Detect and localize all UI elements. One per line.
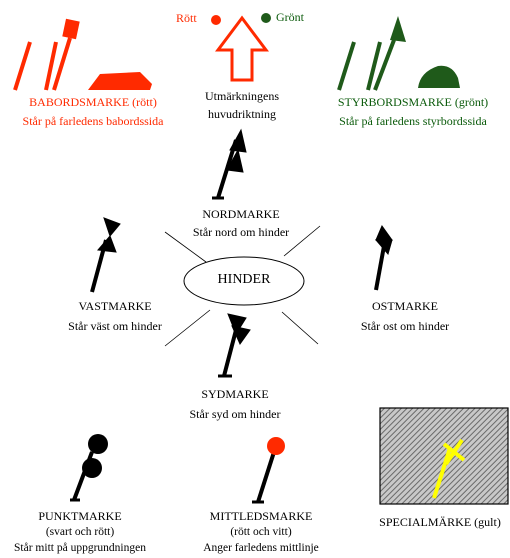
punktmarke-sub: (svart och rött) <box>45 526 115 538</box>
mittledsmarke-mark <box>252 437 285 504</box>
specialmarke-title: SPECIALMÄRKE (gult) <box>379 515 501 529</box>
red-dot <box>211 15 221 25</box>
direction-legend <box>211 13 271 82</box>
styrbord-marks <box>337 16 460 91</box>
babord-marks <box>13 18 152 91</box>
direction-label-2: huvudriktning <box>208 107 276 121</box>
babord-desc: Står på farledens babordssida <box>22 114 164 128</box>
green-dot <box>261 13 271 23</box>
punktmarke-desc: Står mitt på uppgrundningen <box>14 542 146 554</box>
babord-spar-3 <box>52 37 72 91</box>
hinder-cross <box>164 225 321 347</box>
nordmarke-desc: Står nord om hinder <box>192 225 290 239</box>
punktmarke-title: PUNKTMARKE <box>38 509 122 523</box>
legend-gront-label: Grönt <box>276 10 304 24</box>
mittledsmarke-sub: (rött och vitt) <box>230 526 292 538</box>
sydmarke-desc: Står syd om hinder <box>189 407 281 421</box>
babord-buoy <box>88 72 152 90</box>
babord-topmark-can <box>62 18 80 40</box>
styrbord-spar-2 <box>366 41 382 91</box>
main-direction-arrow <box>215 15 269 82</box>
direction-label-1: Utmärkningens <box>205 89 279 103</box>
mittledsmarke-desc: Anger farledens mittlinje <box>203 542 319 554</box>
styrbord-spar-3 <box>373 39 396 91</box>
babord-spar-2 <box>44 41 58 91</box>
hinder-ellipse <box>183 256 305 306</box>
vastmarke-desc: Står väst om hinder <box>68 319 162 333</box>
vastmarke-mark <box>90 217 121 293</box>
styrbord-title: STYRBORDSMARKE (grönt) <box>337 95 489 109</box>
vastmarke-title: VASTMARKE <box>78 299 152 313</box>
sydmarke-title: SYDMARKE <box>201 387 269 401</box>
hinder-label: HINDER <box>217 272 271 287</box>
babord-title: BABORDSMARKE (rött) <box>29 95 157 109</box>
styrbord-topmark-cone <box>390 16 406 42</box>
ostmarke-title: OSTMARKE <box>371 299 438 313</box>
legend-rott-label: Rött <box>176 11 197 25</box>
styrbord-desc: Står på farledens styrbordssida <box>339 114 487 128</box>
sydmarke-mark <box>218 313 251 378</box>
ostmarke-mark <box>374 224 393 291</box>
nordmarke-mark <box>212 128 247 200</box>
mittledsmarke-title: MITTLEDSMARKE <box>209 509 313 523</box>
punktmarke-mark <box>70 434 108 502</box>
styrbord-buoy <box>418 65 460 88</box>
styrbord-spar-1 <box>337 41 356 91</box>
ostmarke-desc: Står ost om hinder <box>360 319 450 333</box>
babord-spar-1 <box>13 41 32 91</box>
specialmarke-box <box>379 407 509 505</box>
nordmarke-title: NORDMARKE <box>202 207 280 221</box>
